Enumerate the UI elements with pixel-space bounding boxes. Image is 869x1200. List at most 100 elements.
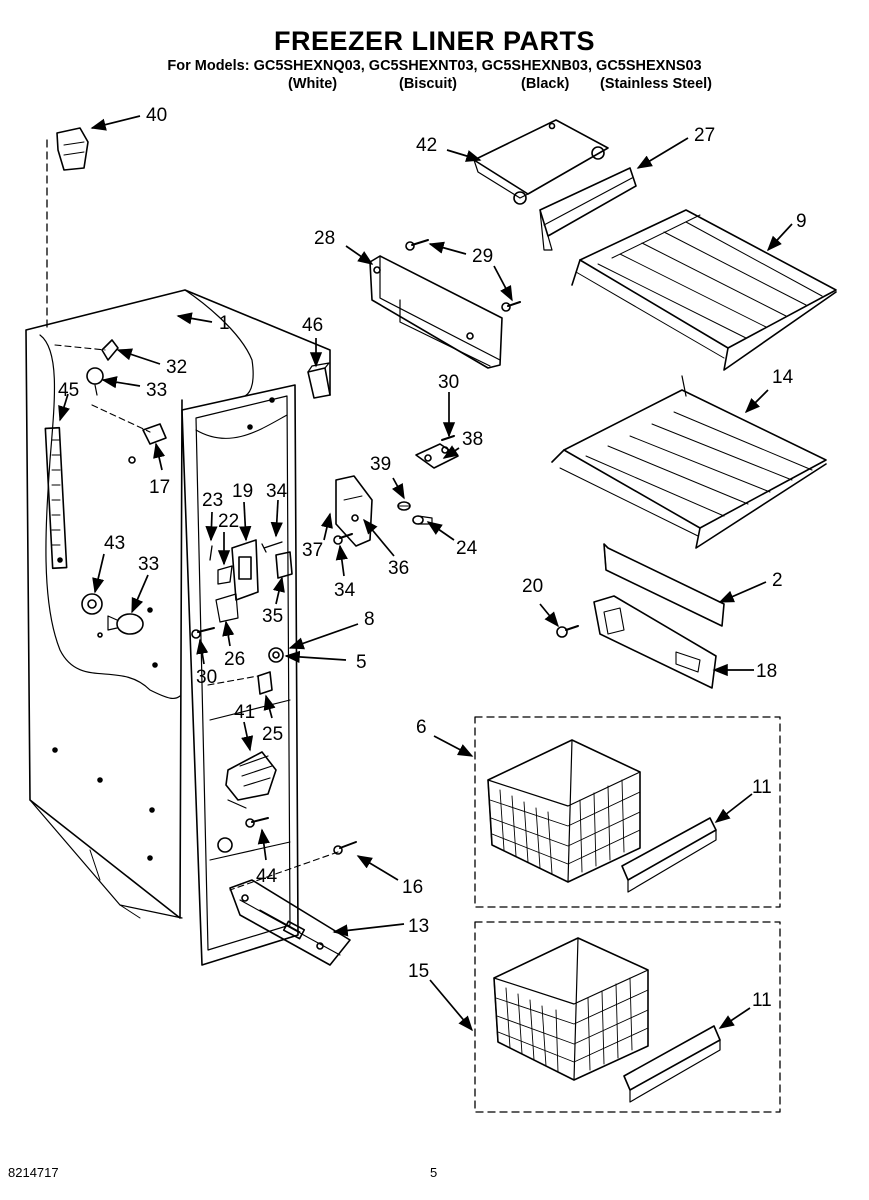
part-36-plate	[335, 475, 373, 547]
leader-35	[272, 576, 285, 605]
callout-29: 29	[472, 246, 493, 267]
part-42-cover	[473, 119, 609, 205]
callout-9: 9	[796, 211, 807, 232]
callout-44: 44	[256, 866, 278, 887]
leader-40	[90, 115, 141, 131]
leader-2	[718, 581, 767, 603]
callout-18: 18	[756, 661, 777, 682]
callout-42: 42	[416, 135, 437, 156]
part-28-shelf-bracket	[369, 255, 503, 369]
part-11-lower-trim	[623, 1025, 721, 1103]
leader-11a	[714, 793, 753, 823]
leader-25	[263, 694, 276, 719]
leader-29a	[428, 241, 467, 255]
leader-27	[636, 137, 689, 169]
leader-1	[176, 312, 213, 325]
callout-23: 23	[202, 490, 223, 511]
leader-17	[153, 442, 166, 471]
leader-16	[356, 855, 399, 881]
part-9-wire-shelf	[571, 209, 837, 371]
leader-32	[116, 348, 161, 365]
part-14-wire-shelf	[551, 375, 827, 549]
part-44-screw	[245, 817, 269, 828]
callout-14: 14	[772, 367, 794, 388]
leader-5	[284, 650, 347, 664]
callout-40: 40	[146, 105, 167, 126]
callout-labels: 40 42 27 28 29 9 1 46 32 33 45 30 14 38 …	[58, 105, 807, 1011]
leader-20	[539, 603, 559, 628]
part-40-clip	[46, 127, 89, 331]
callout-33-upper: 33	[146, 380, 167, 401]
callout-17: 17	[149, 477, 170, 498]
part-6-basket-group	[474, 716, 781, 908]
part-11-upper-trim	[621, 817, 717, 893]
callout-45: 45	[58, 380, 79, 401]
leader-19	[239, 501, 252, 542]
part-37-34-screws	[333, 533, 353, 545]
callout-36: 36	[388, 558, 409, 579]
part-43-33-lower-lamp	[81, 593, 144, 635]
callout-43: 43	[104, 533, 125, 554]
callout-38: 38	[462, 429, 483, 450]
callout-35: 35	[262, 606, 283, 627]
leader-14	[744, 389, 769, 414]
part-32-33-upper-lamp	[54, 339, 151, 433]
callout-39: 39	[370, 454, 391, 475]
leader-39	[392, 477, 405, 500]
callout-1: 1	[219, 313, 230, 334]
leader-8	[288, 623, 359, 650]
leader-45	[58, 393, 70, 422]
callout-5: 5	[356, 652, 367, 673]
leader-30b	[196, 638, 209, 665]
color-biscuit: (Biscuit)	[399, 76, 457, 92]
part-24-plug	[412, 515, 433, 525]
part-13-bottom-trim	[229, 879, 351, 966]
callout-25: 25	[262, 724, 283, 745]
callout-20: 20	[522, 576, 543, 597]
leader-38	[442, 445, 460, 459]
callout-32: 32	[166, 357, 187, 378]
part-39-spacer	[397, 501, 411, 511]
part-16-screw	[229, 841, 357, 891]
callout-6: 6	[416, 717, 427, 738]
leader-9	[766, 223, 793, 252]
callout-24: 24	[456, 538, 478, 559]
leader-36	[363, 518, 395, 557]
leader-34a	[270, 499, 283, 538]
leader-33a	[101, 376, 141, 389]
callout-16: 16	[402, 877, 423, 898]
part-41-light-cover	[225, 751, 277, 809]
leader-15	[429, 979, 473, 1032]
leader-37	[320, 512, 333, 541]
callout-13: 13	[408, 916, 429, 937]
control-parts-cluster	[191, 539, 293, 695]
leader-34b	[335, 544, 348, 577]
leader-33b	[131, 574, 149, 614]
callout-11-upper: 11	[752, 777, 772, 798]
color-white: (White)	[288, 76, 338, 92]
callout-37: 37	[302, 540, 323, 561]
part-2-panel	[603, 543, 725, 627]
callout-30-lower: 30	[196, 667, 217, 688]
callout-8: 8	[364, 609, 375, 630]
part-20-screw	[556, 625, 579, 638]
callout-27: 27	[694, 125, 715, 146]
callout-34-bottom: 34	[334, 580, 356, 601]
leader-42	[446, 149, 482, 162]
leader-43	[92, 553, 105, 594]
leader-29b	[493, 265, 513, 302]
callout-41: 41	[234, 702, 255, 723]
callout-34-top: 34	[266, 481, 288, 502]
leader-23	[205, 511, 218, 542]
color-stainless-steel: (Stainless Steel)	[600, 76, 713, 92]
part-29-screws	[405, 239, 521, 312]
leader-6	[433, 735, 474, 757]
callout-30-upper: 30	[438, 372, 459, 393]
callout-33-lower: 33	[138, 554, 159, 575]
leader-28	[345, 245, 374, 265]
leader-41	[241, 721, 254, 752]
callout-19: 19	[232, 481, 253, 502]
callout-2: 2	[772, 570, 783, 591]
part-15-basket-group	[474, 921, 781, 1113]
